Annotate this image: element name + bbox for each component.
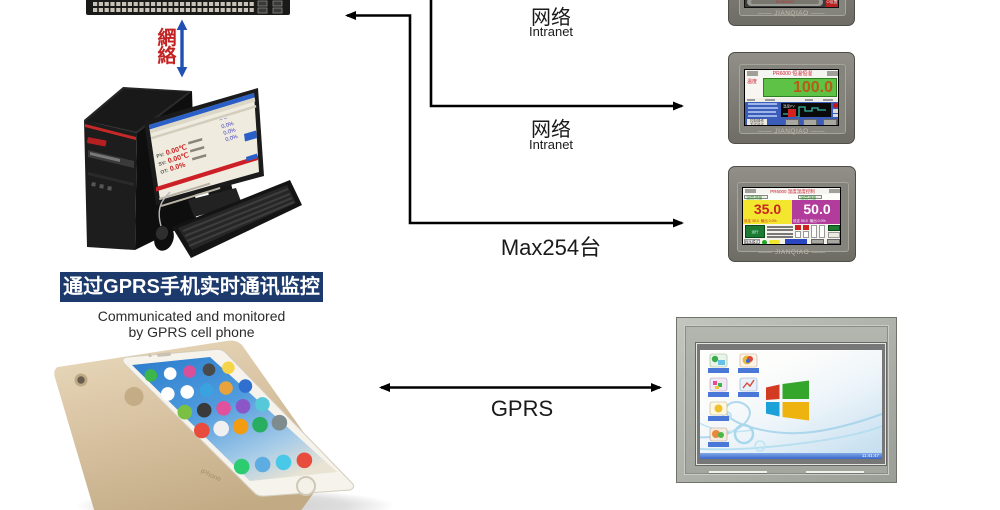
svg-text:0.0%: 0.0%	[223, 127, 237, 136]
svg-text:温度PV: 温度PV	[783, 103, 795, 108]
svg-text:~ ~: ~ ~	[219, 116, 228, 124]
svg-text:0.0%: 0.0%	[221, 121, 235, 130]
svg-text:0.0%: 0.0%	[225, 134, 239, 143]
